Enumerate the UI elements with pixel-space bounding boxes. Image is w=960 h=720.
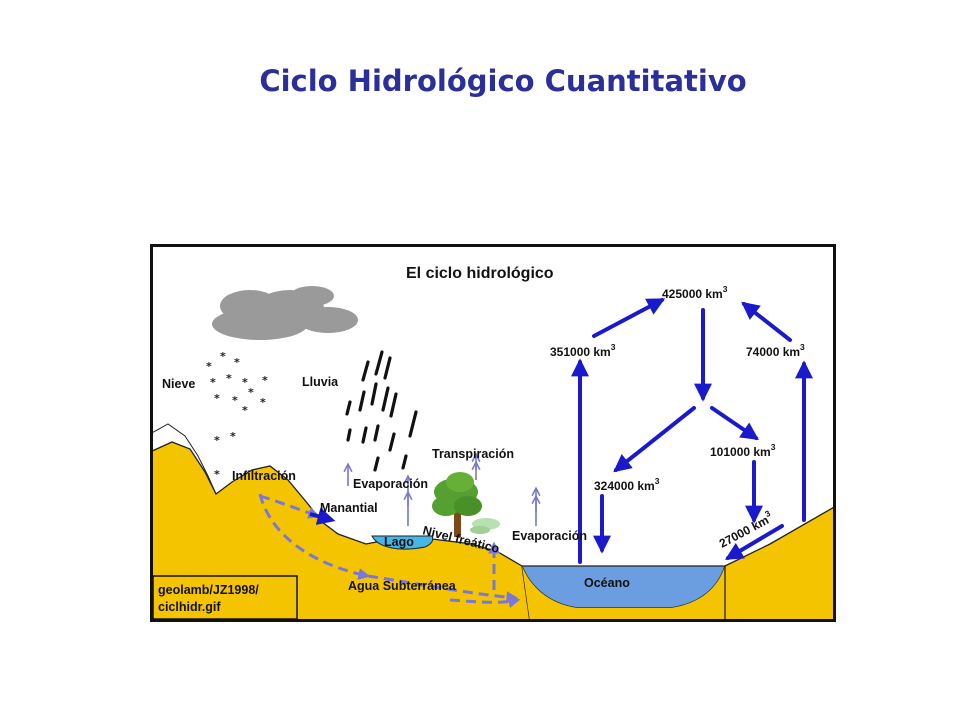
svg-text:*: * (214, 468, 220, 481)
label-lago: Lago (384, 535, 414, 549)
label-precip-ocean: 324000 km3 (594, 476, 660, 493)
slide-title: Ciclo Hidrológico Cuantitativo (259, 64, 747, 98)
credit-box (152, 575, 298, 620)
cloud-icon (212, 286, 358, 340)
label-atmosphere-total: 425000 km3 (662, 284, 728, 301)
shrub-icon (470, 518, 500, 534)
svg-text:*: * (262, 374, 268, 387)
diagram-heading: El ciclo hidrológico (406, 265, 554, 282)
vapor-arrow-icon (348, 456, 536, 526)
label-evaporacion-sea: Evaporación (512, 529, 587, 543)
label-infiltracion: Infiltración (232, 469, 296, 483)
svg-text:*: * (206, 360, 212, 373)
svg-text:*: * (226, 372, 232, 385)
svg-text:*: * (260, 396, 266, 409)
label-oceano: Océano (584, 576, 630, 590)
label-ocean-evaporation: 351000 km3 (550, 342, 616, 359)
svg-text:*: * (248, 386, 254, 399)
mountain-outline (150, 423, 217, 495)
svg-text:*: * (220, 350, 226, 363)
svg-text:*: * (232, 394, 238, 407)
label-land-evaporation: 74000 km3 (746, 342, 805, 359)
svg-text:*: * (210, 376, 216, 389)
svg-text:*: * (230, 430, 236, 443)
label-lluvia: Lluvia (302, 375, 339, 389)
rain-drop-icon (345, 350, 418, 472)
tree-icon (432, 472, 482, 537)
svg-text:*: * (242, 376, 248, 389)
svg-text:*: * (234, 356, 240, 369)
hydrologic-cycle-diagram: *** *** *** *** *** (150, 244, 836, 622)
flow-arrow-icon (571, 298, 813, 564)
manantial-arrow (309, 507, 336, 525)
label-precip-land: 101000 km3 (710, 442, 776, 459)
label-nieve: Nieve (162, 377, 195, 391)
snowflake-icon: *** *** *** *** *** (206, 350, 268, 481)
label-manantial: Manantial (320, 501, 378, 515)
svg-text:*: * (242, 404, 248, 417)
credit-line1: geolamb/JZ1998/ (158, 583, 259, 597)
coast-right (724, 505, 836, 622)
label-agua-subterranea: Agua Subterránea (348, 579, 457, 593)
svg-text:*: * (214, 392, 220, 405)
lake-water (371, 535, 434, 550)
ocean-floor (522, 566, 725, 622)
diagram-frame (150, 244, 836, 622)
label-evaporacion-land: Evaporación (353, 477, 428, 491)
label-transpiracion: Transpiración (432, 447, 514, 461)
svg-text:*: * (214, 434, 220, 447)
credit-line2: ciclhidr.gif (158, 600, 221, 614)
